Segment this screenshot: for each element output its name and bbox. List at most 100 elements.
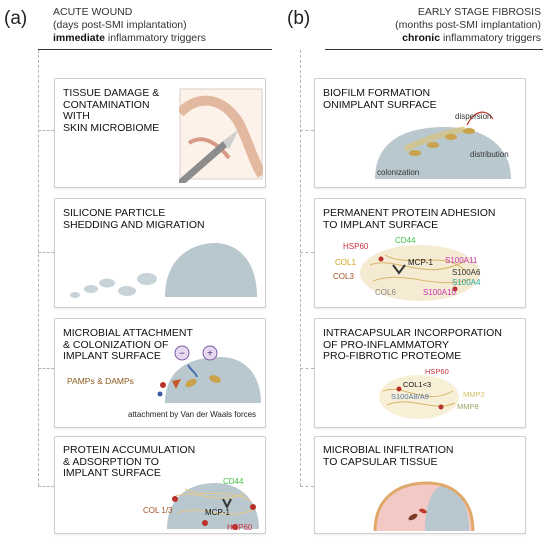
protein-accumulation-illustration: CD44 COL 1/3 MCP-1 HSP60 <box>143 477 259 532</box>
bacterium-icon <box>408 513 418 521</box>
biofilm-illustration: dispersion distribution colonization <box>375 111 511 179</box>
pamp-dot-icon <box>157 391 163 397</box>
hsp60-label: HSP60 <box>425 367 449 376</box>
particle-shedding-illustration <box>70 243 257 298</box>
box-a1-tissue-damage: TISSUE DAMAGE & CONTAMINATION WITH SKIN … <box>54 78 266 188</box>
plus-charge-icon <box>202 345 218 361</box>
bacterium-icon <box>185 378 197 388</box>
distribution-label: distribution <box>470 150 509 159</box>
panel-a-rule <box>38 49 272 50</box>
collagen-fibers <box>369 254 472 284</box>
panel-b-rule <box>325 49 543 50</box>
protein-dot <box>378 256 384 262</box>
mmp2-label: MMP2 <box>463 390 485 399</box>
connector-b1 <box>300 130 314 131</box>
panel-a-dashed-bracket <box>38 50 39 486</box>
box-a3-title: MICROBIAL ATTACHMENT & COLONIZATION OF I… <box>63 327 193 362</box>
box-a1-title: TISSUE DAMAGE & CONTAMINATION WITH SKIN … <box>63 87 160 134</box>
particle-1 <box>84 285 98 293</box>
box-a2-particle-shedding: SILICONE PARTICLE SHEDDING AND MIGRATION <box>54 198 266 308</box>
panel-label-b: (b) <box>287 8 311 29</box>
box-a3-microbial-attachment: MICROBIAL ATTACHMENT & COLONIZATION OF I… <box>54 318 266 428</box>
protein-dot <box>452 286 458 292</box>
box-b3-title: INTRACAPSULAR INCORPORATION OF PRO-INFLA… <box>323 327 502 362</box>
panel-b-header-bold: chronic <box>402 32 441 44</box>
particle-3 <box>118 286 136 296</box>
connector-a3 <box>38 368 54 369</box>
dispersion-label: dispersion <box>455 112 491 121</box>
box-b1-title: BIOFILM FORMATION ONIMPLANT SURFACE <box>323 87 437 111</box>
protein-dot <box>438 404 444 410</box>
s100a10-label: S100A10 <box>423 288 456 297</box>
panel-b-header-line1: EARLY STAGE FIBROSIS <box>417 6 541 18</box>
capsule-outline <box>373 481 475 532</box>
minus-charge-icon <box>174 345 190 361</box>
bacterium-icon <box>409 150 421 156</box>
mmp8-label: MMP8 <box>457 402 479 411</box>
collagen-fibers <box>172 488 256 515</box>
box-b1-biofilm-formation: BIOFILM FORMATION ONIMPLANT SURFACE disp… <box>314 78 526 188</box>
skin-fold <box>179 95 263 178</box>
protein-mesh <box>360 245 480 301</box>
mcp1-icon <box>392 264 406 275</box>
panel-b-header-line2: (months post-SMI implantation) <box>395 19 541 31</box>
panel-b-header: EARLY STAGE FIBROSIS (months post-SMI im… <box>395 6 541 45</box>
particle-5 <box>70 292 80 298</box>
panel-a-header-rest: inflammatory triggers <box>104 32 206 44</box>
s100a11-label: S100A11 <box>445 256 478 265</box>
colonization-label: colonization <box>377 168 419 177</box>
implant-shape <box>165 243 257 297</box>
col6-label: COL6 <box>375 288 396 297</box>
panel-a-header-line1: ACUTE WOUND <box>53 6 133 18</box>
box-b2-title: PERMANENT PROTEIN ADHESION TO IMPLANT SU… <box>323 207 496 231</box>
protein-dot <box>172 496 178 502</box>
protein-dot <box>396 386 402 392</box>
intracapsular-illustration: HSP60 COL1<3 S100A8/A9 MMP2 MMP8 <box>379 367 485 419</box>
protein-dot <box>202 520 208 526</box>
panel-b-header-rest: inflammatory triggers <box>440 32 541 44</box>
microbial-attachment-illustration: − + PAMPs & DAMPs attachment by Van der … <box>67 345 261 419</box>
cd44-label: CD44 <box>395 236 416 245</box>
implant-shape <box>425 485 469 531</box>
collagen-fibers <box>382 388 456 407</box>
scalpel-icon <box>179 141 227 183</box>
cd44-label: CD44 <box>223 477 244 486</box>
bacterium-icon <box>209 375 221 383</box>
minus-symbol: − <box>179 349 185 360</box>
microbial-infiltration-illustration <box>373 481 475 532</box>
box-a4-protein-accumulation: PROTEIN ACCUMULATION & ADSORPTION TO IMP… <box>54 436 266 534</box>
skin-wound-illustration <box>179 88 263 183</box>
pamp-dot-icon <box>160 382 166 388</box>
protein-adhesion-illustration: HSP60 CD44 COL1 MCP-1 S100A11 COL3 S100A… <box>333 236 481 301</box>
box-b4-microbial-infiltration: MICROBIAL INFILTRATION TO CAPSULAR TISSU… <box>314 436 526 534</box>
mcp1-label: MCP-1 <box>205 508 230 517</box>
col13-label: COL 1/3 <box>143 506 173 515</box>
col3-label: COL3 <box>333 272 354 281</box>
box-a4-title: PROTEIN ACCUMULATION & ADSORPTION TO IMP… <box>63 444 196 479</box>
connector-b4 <box>300 486 314 487</box>
tissue-vessel <box>187 137 231 160</box>
bacterium-icon <box>419 508 427 514</box>
box-b4-title: MICROBIAL INFILTRATION TO CAPSULAR TISSU… <box>323 444 454 468</box>
scalpel-blade-icon <box>223 129 239 149</box>
implant-shape <box>375 127 511 179</box>
s100a6-label: S100A6 <box>452 268 481 277</box>
protein-dot <box>232 524 238 530</box>
bacterium-icon <box>463 128 475 134</box>
biofilm-layer <box>403 126 466 152</box>
dispersion-arrow <box>466 111 494 126</box>
protein-dot <box>250 504 256 510</box>
bacterium-icon <box>427 142 439 148</box>
connector-a2 <box>38 252 54 253</box>
plus-symbol: + <box>207 349 213 360</box>
hsp60-label: HSP60 <box>343 242 369 251</box>
attraction-arrow <box>187 364 198 378</box>
damp-fragment-icon <box>172 379 181 389</box>
mcp1-icon <box>222 498 232 510</box>
bacterium-icon <box>445 134 457 140</box>
col-label: COL1<3 <box>403 380 431 389</box>
mcp1-label: MCP-1 <box>408 258 433 267</box>
panel-a-header-bold: immediate <box>53 32 105 44</box>
connector-a1 <box>38 130 54 131</box>
box-a2-title: SILICONE PARTICLE SHEDDING AND MIGRATION <box>63 207 205 231</box>
